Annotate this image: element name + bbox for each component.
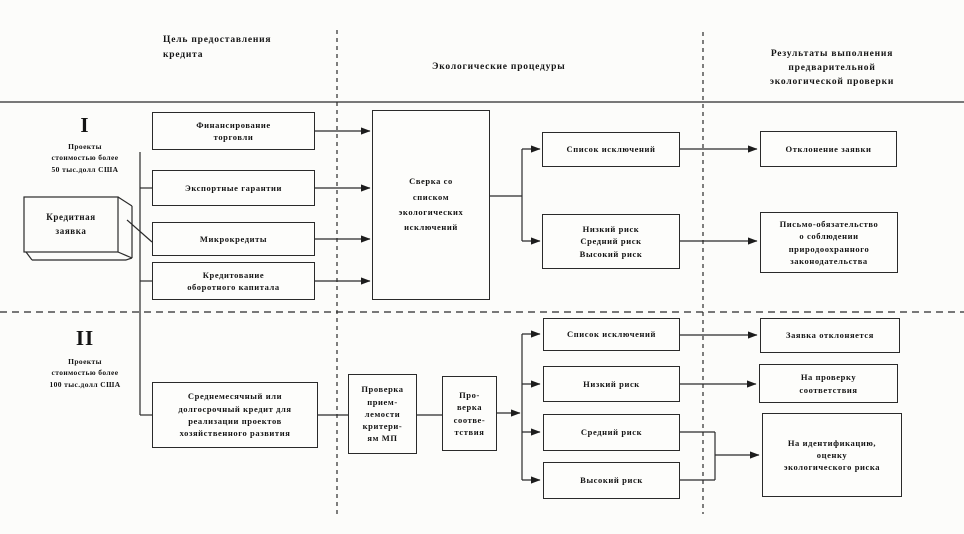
section1-arrows bbox=[315, 127, 758, 285]
node-medium-risk: Средний риск bbox=[543, 414, 680, 451]
node-low-risk: Низкий риск bbox=[543, 366, 680, 402]
section1-caption: Проекты стоимостью более 50 тыс.долл США bbox=[51, 142, 119, 174]
node-risk-levels: Низкий риск Средний риск Высокий риск bbox=[542, 214, 680, 269]
section2-caption: Проекты стоимостью более 100 тыс.долл СШ… bbox=[49, 357, 121, 389]
header-screening-results: Результаты выполнения предварительной эк… bbox=[769, 49, 895, 87]
node-microcredits: Микрокредиты bbox=[152, 222, 315, 256]
node-exclusion-check: Сверка со списком экологических исключен… bbox=[372, 110, 490, 300]
credit-application-box-3d bbox=[23, 196, 153, 261]
node-exclusion-list-1: Список исключений bbox=[542, 132, 680, 167]
section2-numeral: II bbox=[75, 326, 95, 350]
node-to-compliance-check: На проверку соответствия bbox=[759, 364, 898, 403]
node-export-guarantees: Экспортные гарантии bbox=[152, 170, 315, 206]
node-exclusion-list-2: Список исключений bbox=[543, 318, 680, 351]
node-credit-application: Кредитная заявка bbox=[46, 212, 96, 236]
node-high-risk: Высокий риск bbox=[543, 462, 680, 499]
left-trunk-lines bbox=[139, 152, 152, 416]
node-compliance-check: Про- верка соотве- тствия bbox=[442, 376, 497, 451]
node-eligibility-check: Проверка прием- лемости критери- ям МП bbox=[348, 374, 417, 454]
node-trade-finance: Финансирование торговли bbox=[152, 112, 315, 150]
header-credit-purpose: Цель предоставления кредита bbox=[163, 35, 272, 61]
node-working-capital: Кредитование оборотного капитала bbox=[152, 262, 315, 300]
node-commitment-letter: Письмо-обязательство о соблюдении природ… bbox=[760, 212, 898, 273]
node-application-rejected: Заявка отклоняется bbox=[760, 318, 900, 353]
section1-numeral: I bbox=[80, 113, 90, 137]
node-to-risk-identification: На идентификацию, оценку экологического … bbox=[762, 413, 902, 497]
section2-arrows bbox=[318, 330, 760, 484]
node-rejection: Отклонение заявки bbox=[760, 131, 897, 167]
node-medium-long-credit: Среднемесячный или долгосрочный кредит д… bbox=[152, 382, 318, 448]
header-environmental-procedures: Экологические процедуры bbox=[432, 62, 566, 72]
